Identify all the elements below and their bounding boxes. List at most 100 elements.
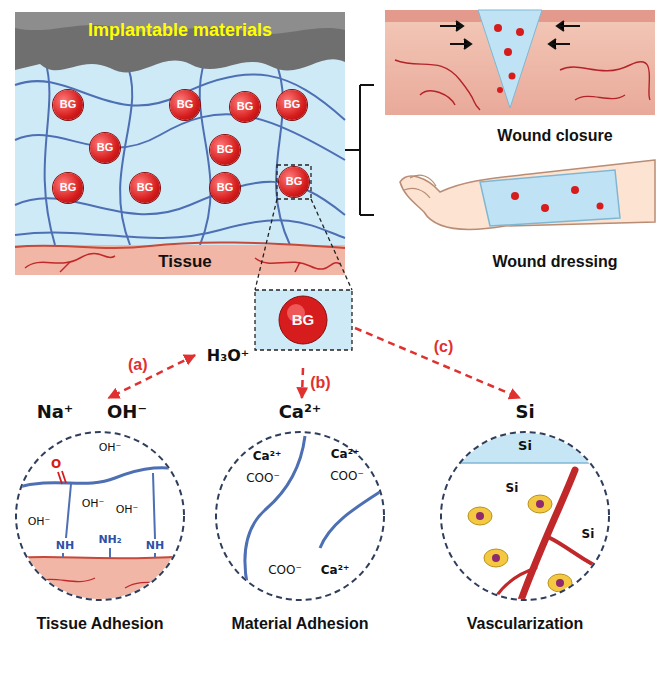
group-label: COO⁻ xyxy=(268,564,302,577)
closing-arrows-part xyxy=(450,39,471,49)
cells-part xyxy=(528,495,552,513)
particles-part xyxy=(511,192,519,200)
tissue-adhesion-illustration-part-part xyxy=(15,556,185,558)
cells-part xyxy=(476,512,484,520)
particle-label: BG xyxy=(177,99,194,111)
ion-label: Si xyxy=(506,482,519,495)
bioglass-particle: BG xyxy=(277,90,307,120)
particles-part xyxy=(597,203,604,210)
particles-part xyxy=(494,24,502,32)
bracket-part xyxy=(345,85,374,215)
cells-part xyxy=(484,549,508,567)
bioglass-particle: BG xyxy=(210,173,240,203)
band-label: Implantable materials xyxy=(88,21,272,40)
group-label: COO⁻ xyxy=(330,470,364,483)
bioglass-particle: BG xyxy=(230,92,260,122)
zoom-square xyxy=(255,290,352,350)
bioglass-particle xyxy=(279,296,327,344)
ion-label: OH⁻ xyxy=(116,504,139,516)
tissue-adhesion-circle: Na⁺OH⁻OH⁻OH⁻OH⁻OH⁻ONHNH₂NHTissue Adhesio… xyxy=(15,398,185,638)
tissue-adhesion-illustration-part xyxy=(15,468,185,618)
particle-label: BG xyxy=(237,101,254,113)
ion-label: OH⁻ xyxy=(107,403,147,422)
bioglass-particle: BG xyxy=(210,135,240,165)
tissue xyxy=(15,558,185,618)
pathway-label: (c) xyxy=(432,339,456,356)
wound-closure-illustration xyxy=(385,10,655,115)
vascularization-illustration-part xyxy=(440,428,610,603)
vessels-part xyxy=(575,95,625,100)
polymer-chains-part xyxy=(320,490,383,548)
circle-heading: Tissue Adhesion xyxy=(36,616,163,633)
particles-part xyxy=(497,87,503,93)
closing-arrows-part xyxy=(557,21,580,31)
amine-bond xyxy=(109,548,111,558)
bioglass-particle: BG xyxy=(90,133,120,163)
particles xyxy=(511,186,604,212)
particle-label: BG xyxy=(97,142,114,154)
wound-gap xyxy=(478,10,542,108)
dashed-circle xyxy=(216,432,384,600)
polymer-network-part xyxy=(15,74,345,120)
vessels-part xyxy=(560,62,650,100)
polymer-chain xyxy=(15,468,185,488)
group-label: NH xyxy=(146,540,164,552)
material-band: Implantable materials xyxy=(70,16,290,44)
capillaries xyxy=(25,253,340,272)
tissue-band xyxy=(15,245,345,275)
ion-label: Ca²⁺ xyxy=(253,450,282,463)
capillaries-part xyxy=(60,262,70,272)
vascularization-illustration-part-part xyxy=(440,462,610,464)
polymer-network-part xyxy=(15,220,345,238)
polymer-network-part xyxy=(200,60,211,245)
cells-part xyxy=(468,507,492,525)
ion-label: Ca²⁺ xyxy=(321,564,350,577)
particle-label: BG xyxy=(286,176,303,188)
particles-part xyxy=(509,73,516,80)
particles xyxy=(494,24,524,93)
zoom-line xyxy=(255,199,277,290)
capillaries-part xyxy=(25,253,115,268)
vascularization-illustration xyxy=(440,428,610,603)
reaction-arrow xyxy=(302,368,303,398)
ion-label: Na⁺ xyxy=(37,403,74,422)
skin xyxy=(385,10,655,115)
application-label: Wound closure xyxy=(497,128,612,145)
zoom-line xyxy=(311,199,352,290)
closing-arrows xyxy=(440,21,580,49)
circle-heading: Material Adhesion xyxy=(231,616,368,633)
cells-part xyxy=(492,554,500,562)
ion-label: Ca²⁺ xyxy=(331,448,360,461)
vascularization-circle: SiSiSiSiVascularization xyxy=(440,398,610,638)
fingers xyxy=(404,175,436,198)
particles-part xyxy=(541,204,549,212)
bioglass-particle: BG xyxy=(170,90,200,120)
circle-heading: Vascularization xyxy=(467,616,584,633)
application-label: Wound dressing xyxy=(492,254,617,271)
cells-part xyxy=(536,500,544,508)
reaction-arrow xyxy=(355,328,520,398)
polymer-network xyxy=(15,60,345,245)
cells xyxy=(468,495,572,592)
tissue-adhesion-illustration-part-part xyxy=(35,578,180,588)
polymer-chains-part xyxy=(245,436,305,598)
ion-label: Si xyxy=(582,528,595,541)
cells-part xyxy=(556,579,564,587)
group-label: NH xyxy=(56,540,74,552)
particles-part xyxy=(504,48,512,56)
ion-label: OH⁻ xyxy=(82,498,105,510)
polymer-network-part xyxy=(275,60,290,245)
arm xyxy=(400,160,655,229)
particle-label: BG xyxy=(137,182,154,194)
particles-part xyxy=(571,186,579,194)
vessels-part xyxy=(420,91,455,105)
blood-vessel xyxy=(495,470,605,603)
pathway-label: (b) xyxy=(308,375,332,392)
bioglass-particle: BG xyxy=(53,173,83,203)
amide-bond xyxy=(66,484,71,538)
particle-label: BG xyxy=(60,182,77,194)
circle-ground xyxy=(216,432,384,600)
hydrogel-panel xyxy=(15,12,352,350)
